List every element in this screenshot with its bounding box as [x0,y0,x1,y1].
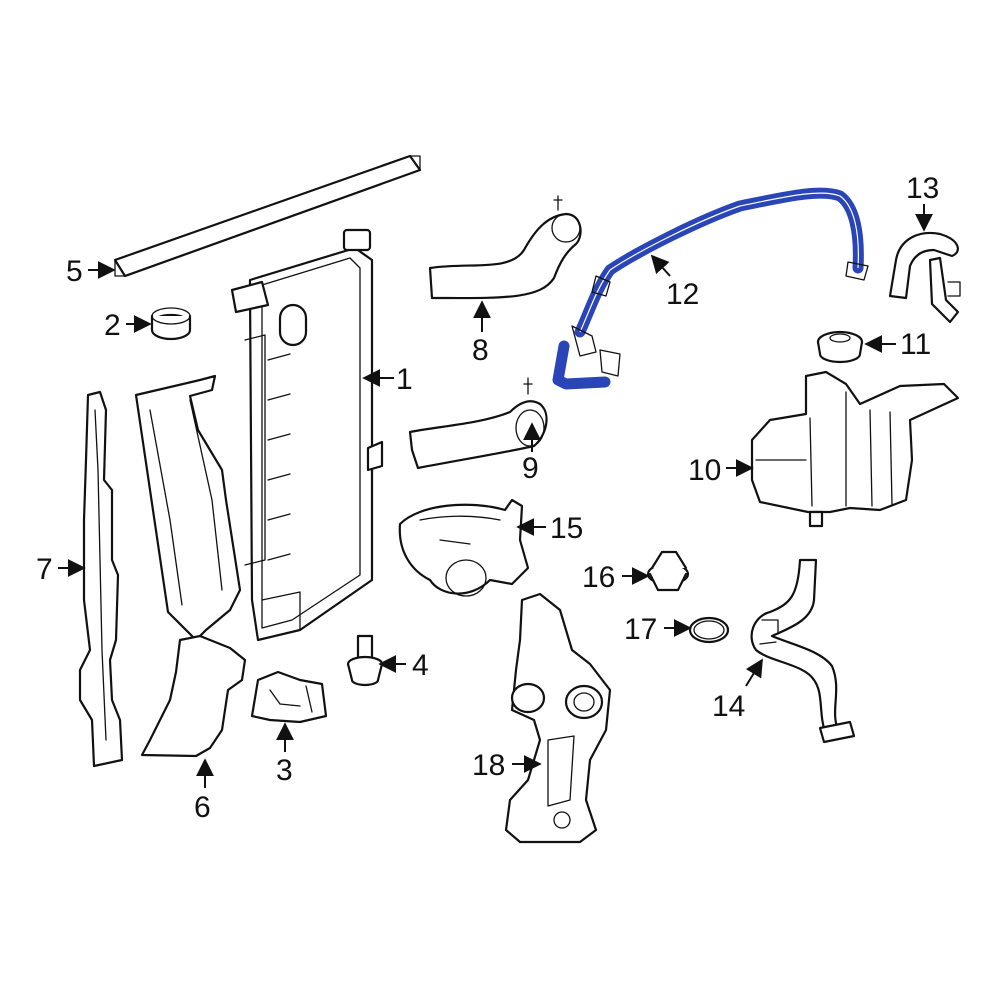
part-15-thermostat-housing-outlet[interactable] [398,498,530,597]
part-18-engine-coolant-housing-bracket[interactable] [504,592,612,844]
callout-14: 14 [712,690,745,723]
part-9-radiator-outlet-hose[interactable] [408,377,548,470]
callout-1: 1 [396,363,413,396]
part-17-thermostat-gasket[interactable] [688,616,730,644]
callout-3: 3 [276,754,293,787]
callout-4: 4 [412,649,429,682]
part-12-coolant-bypass-hose[interactable] [552,187,869,390]
part-13-heater-hose[interactable] [888,232,961,324]
callout-10: 10 [688,454,721,487]
part-6-air-deflector[interactable] [134,374,247,758]
callout-5: 5 [66,255,83,288]
leader-12 [650,254,671,277]
callout-6: 6 [194,791,211,824]
callout-2: 2 [104,309,121,342]
leader-14 [745,658,763,687]
callout-7: 7 [36,553,53,586]
callout-15: 15 [550,512,583,545]
part-5-radiator-seal-strip[interactable] [113,154,422,278]
part-3-mounting-bracket[interactable] [250,670,328,724]
callout-12: 12 [666,278,699,311]
callout-16: 16 [582,561,615,594]
callout-11: 11 [900,328,931,361]
part-4-push-pin-retainer[interactable] [346,634,384,687]
callout-17: 17 [624,613,657,646]
part-7-side-air-baffle[interactable] [78,390,124,768]
callout-18: 18 [472,749,505,782]
part-1-radiator[interactable] [230,228,384,642]
part-14-coolant-hose[interactable] [750,558,856,744]
part-11-reservoir-cap[interactable] [816,330,864,364]
callout-13: 13 [906,172,939,205]
part-16-thermostat[interactable] [646,550,690,592]
part-10-coolant-reservoir[interactable] [750,370,960,528]
part-8-radiator-inlet-hose[interactable] [428,195,582,300]
callout-9: 9 [522,452,539,485]
part-2-radiator-isolator[interactable] [150,307,192,341]
callout-8: 8 [472,334,489,367]
